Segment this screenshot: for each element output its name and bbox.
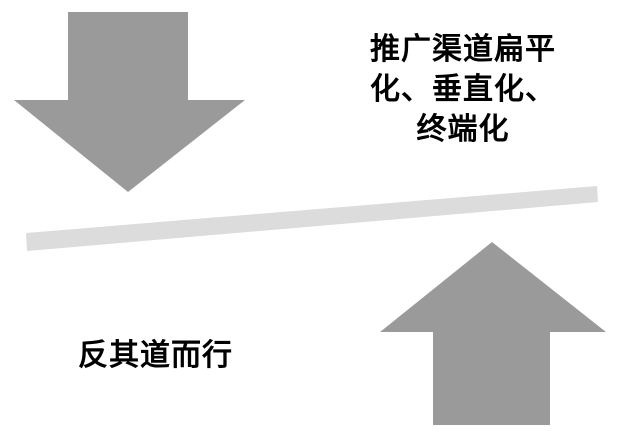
bottom-caption: 反其道而行 [78,338,233,373]
top-caption-line-3: 终端化 [416,112,510,147]
top-caption-line-1: 推广渠道扁平 [370,32,556,67]
balance-bar [26,186,598,251]
top-caption: 推广渠道扁平 化、垂直化、 终端化 [338,30,588,150]
arrow-up-icon [380,242,606,425]
top-caption-line-2: 化、垂直化、 [370,72,556,107]
arrow-down-icon [14,12,245,192]
